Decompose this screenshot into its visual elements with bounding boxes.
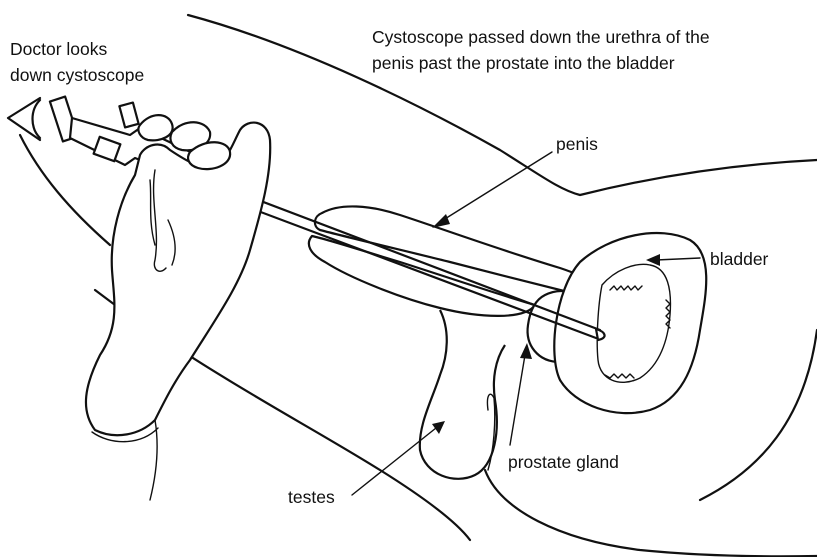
doctor-label-line-1: Doctor looks	[10, 39, 108, 59]
eye-iris	[33, 100, 41, 138]
title-line-2: penis past the prostate into the bladder	[372, 53, 675, 73]
cystoscope-knob	[119, 103, 138, 128]
doctor-label-line-2: down cystoscope	[10, 65, 144, 85]
finger-1	[138, 115, 172, 140]
penis-arrow-icon	[432, 152, 552, 228]
cystoscope-shaft-top	[245, 195, 600, 330]
eye-icon	[8, 98, 40, 140]
testes-label: testes	[288, 487, 335, 507]
title-line-1: Cystoscope passed down the urethra of th…	[372, 27, 710, 47]
penis-label: penis	[556, 134, 598, 154]
bladder-label: bladder	[710, 249, 769, 269]
prostate-label: prostate gland	[508, 452, 619, 472]
buttock-outline	[700, 330, 817, 500]
prostate-arrow-icon	[510, 343, 532, 445]
perineum-outline	[485, 470, 817, 556]
bladder-outer	[554, 233, 706, 413]
